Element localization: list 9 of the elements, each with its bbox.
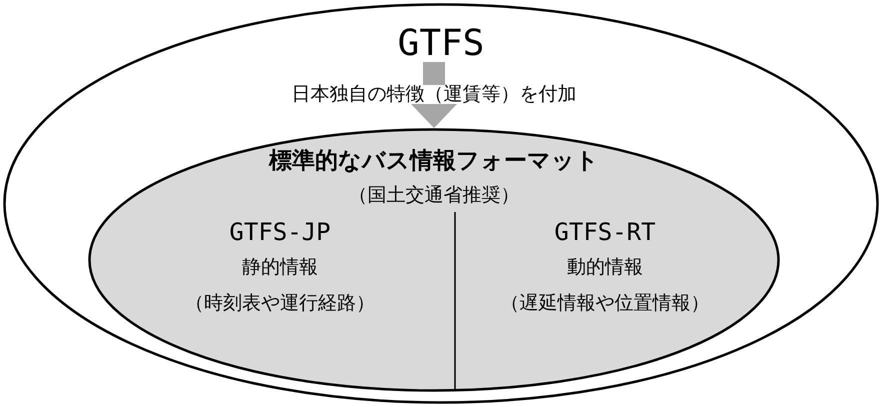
note-text: （遅延情報や位置情報） — [500, 294, 710, 313]
format-name: GTFS-JP — [229, 220, 331, 244]
heading-text: 標準的なバス情報フォーマット — [269, 150, 599, 173]
heading: GTFS — [398, 26, 484, 62]
description-text: 動的情報 — [567, 258, 643, 277]
description-text: 静的情報 — [242, 258, 318, 277]
format-name: GTFS-RT — [554, 220, 656, 244]
note-text: （時刻表や運行経路） — [185, 294, 375, 313]
note-text: （国土交通省推奨） — [348, 186, 520, 205]
